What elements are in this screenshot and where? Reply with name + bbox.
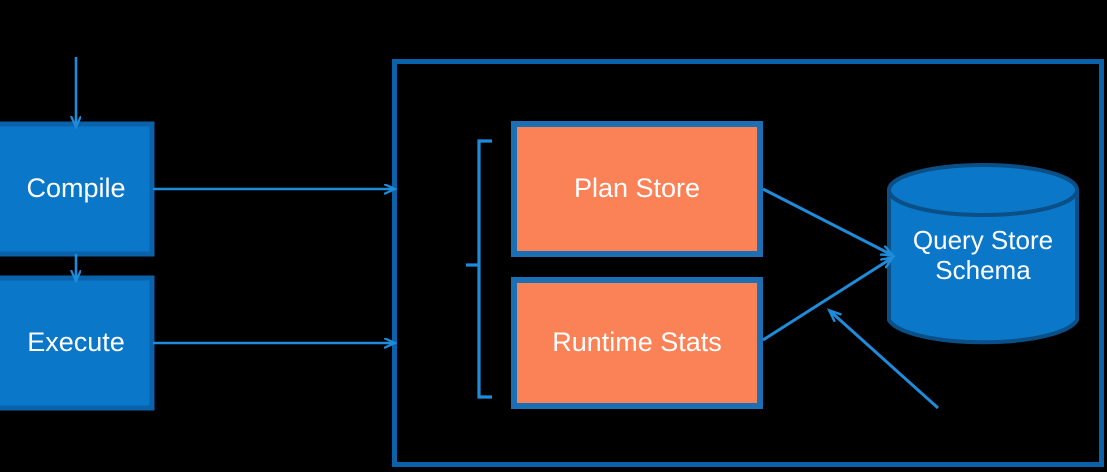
edge-external-to-schema [830, 311, 940, 410]
edge-plan-to-schema [762, 187, 892, 255]
node-plan-store[interactable] [511, 121, 763, 257]
node-execute[interactable] [0, 275, 155, 411]
store-bracket [466, 139, 492, 399]
node-query-store-schema[interactable] [887, 163, 1079, 345]
edge-runtime-to-schema [762, 258, 892, 342]
query-store-container [392, 59, 1104, 467]
node-compile[interactable] [0, 121, 155, 257]
node-runtime-stats[interactable] [511, 277, 763, 409]
